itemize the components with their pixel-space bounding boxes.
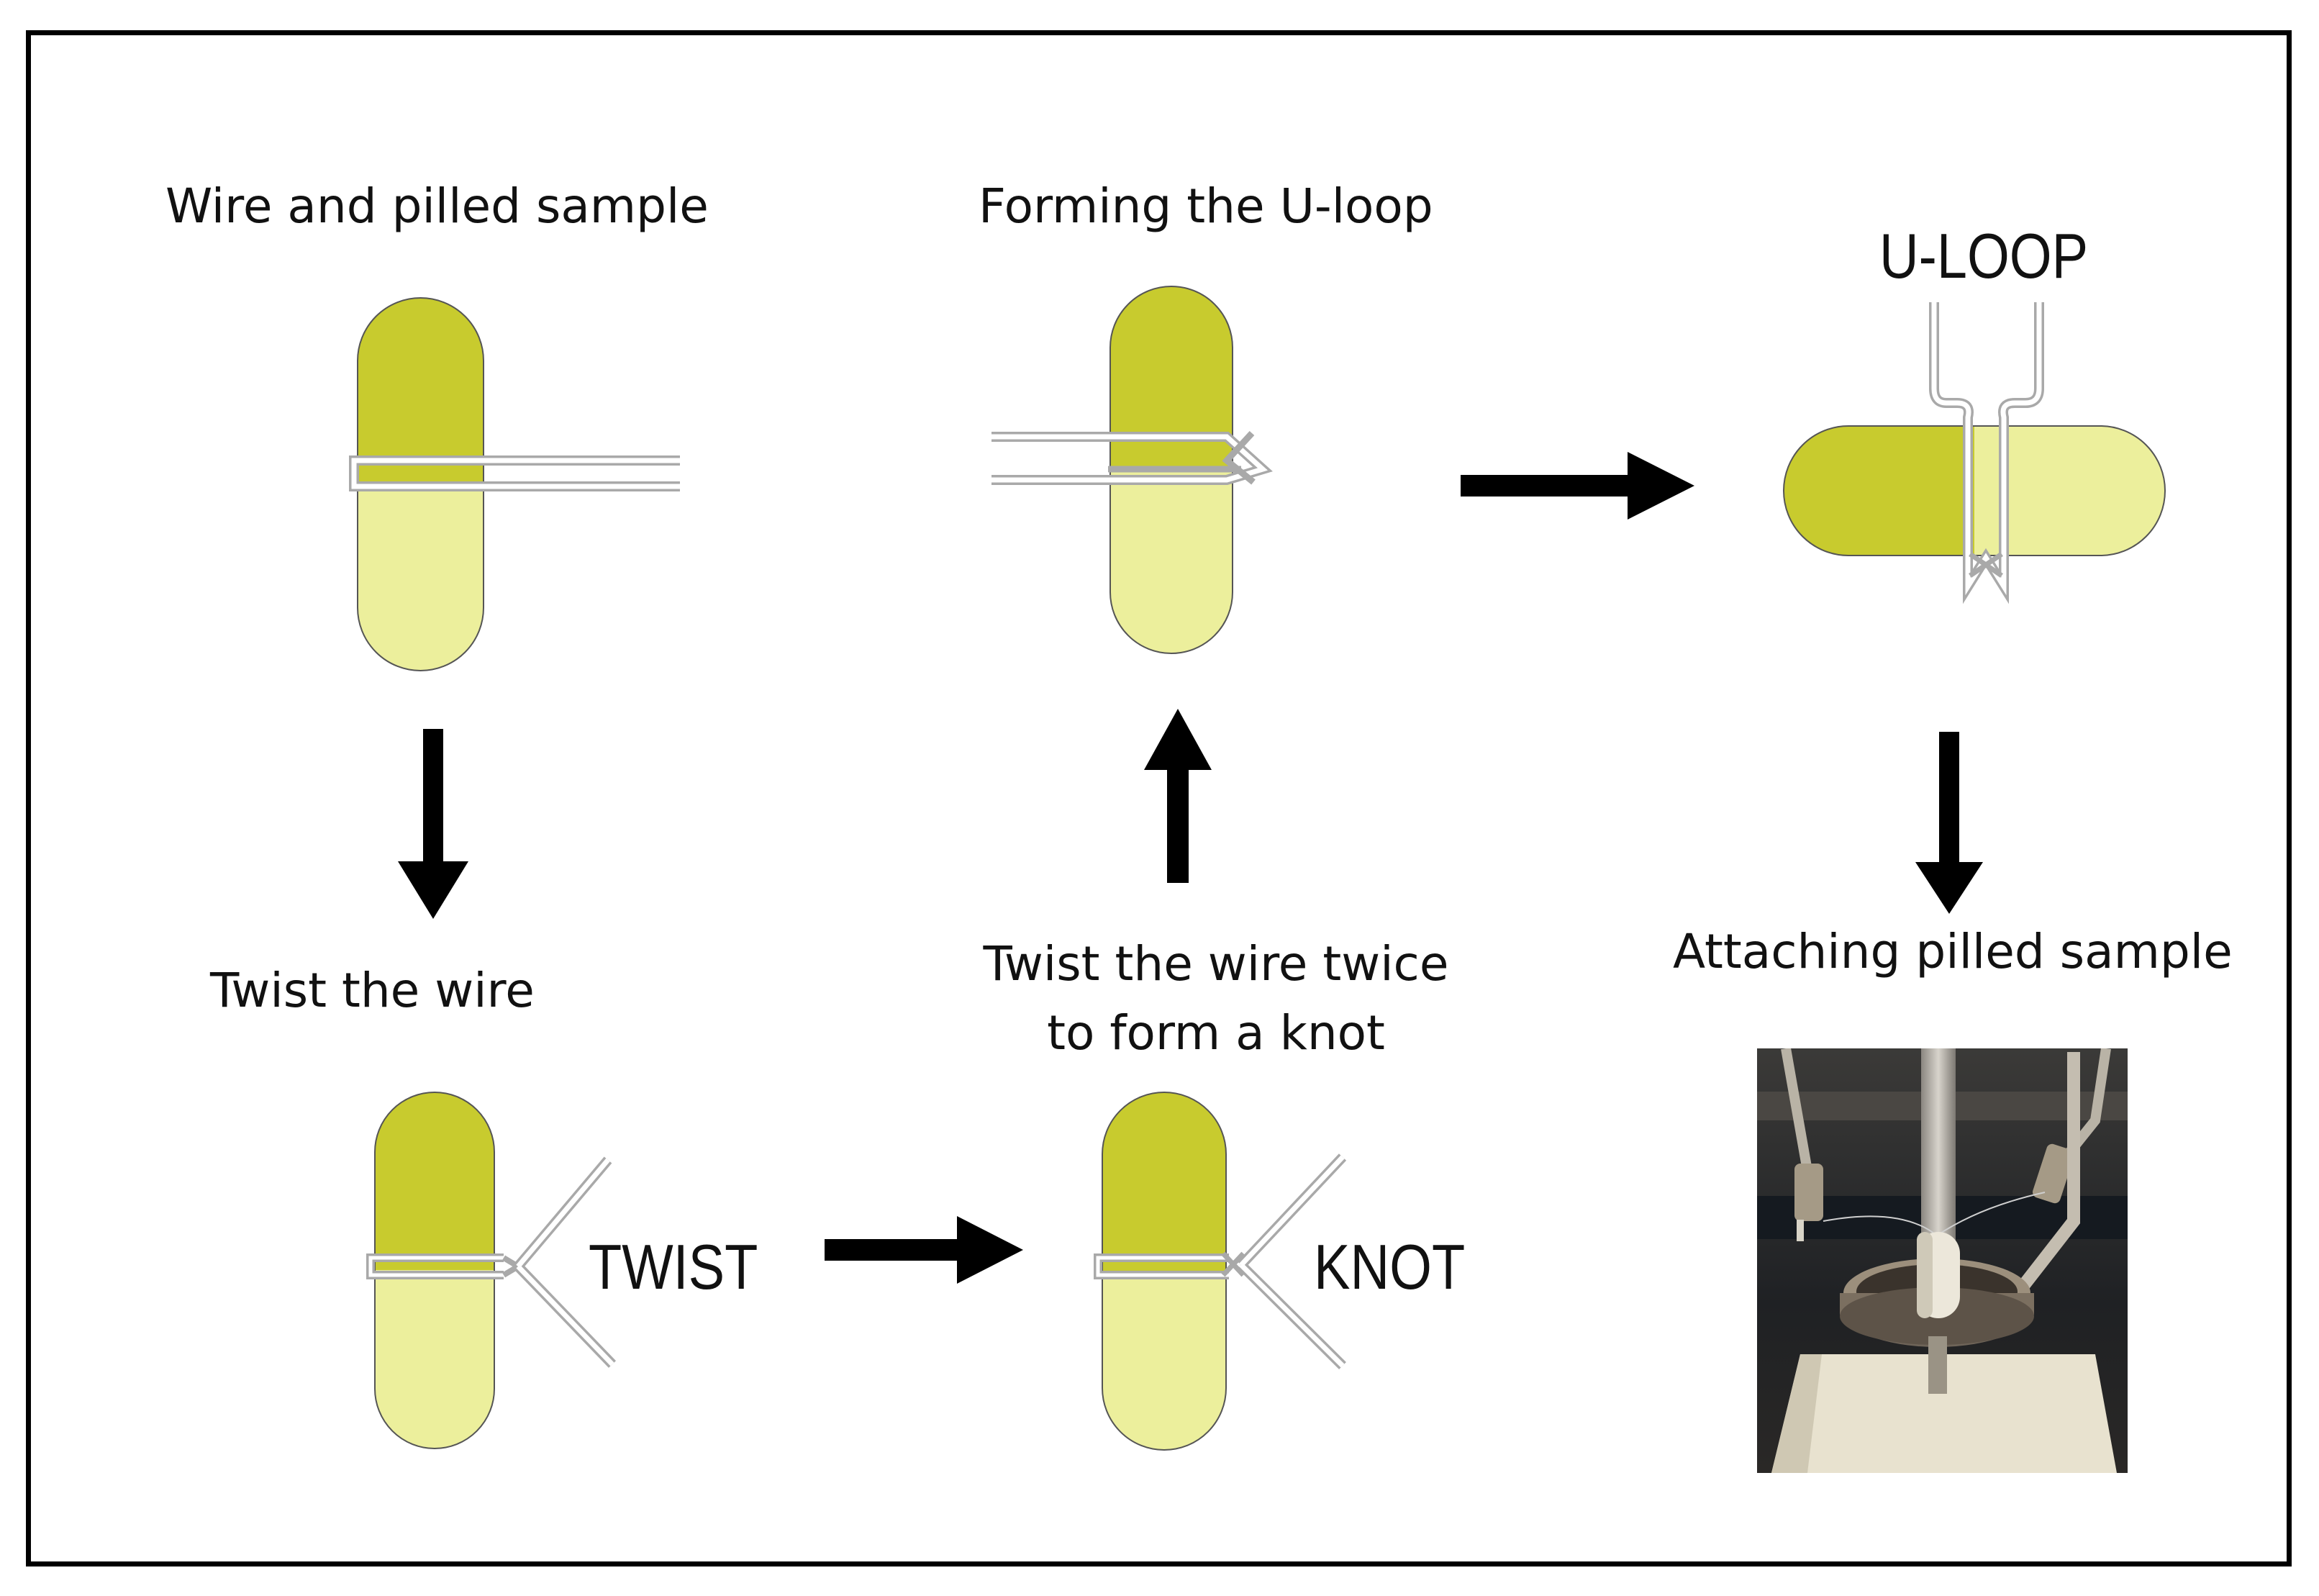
step-label-forming-uloop: Forming the U-loop <box>979 178 1433 234</box>
pill-sample-1 <box>357 297 484 671</box>
diagram-frame <box>26 30 2292 1566</box>
arrow-down-1 <box>398 729 468 919</box>
arrow-right-2 <box>1461 452 1694 520</box>
step-label-twist-twice: Twist the wire twice to form a knot <box>856 930 1576 1068</box>
step-label-twist-wire: Twist the wire <box>210 963 535 1018</box>
wire-twist <box>366 1156 617 1368</box>
step-label-twist-twice-line1: Twist the wire twice <box>983 936 1449 992</box>
pill-sample-knot <box>1102 1092 1227 1451</box>
pill-sample-uloop <box>1783 425 2166 556</box>
knot-tag: KNOT <box>1314 1231 1466 1302</box>
wire-uloop <box>1929 302 2044 604</box>
step-label-wire-and-sample: Wire and pilled sample <box>165 178 709 234</box>
wire-knot <box>1094 1153 1347 1369</box>
pill-sample-twist <box>374 1092 495 1449</box>
wire-straight <box>349 455 680 491</box>
step-label-attaching: Attaching pilled sample <box>1673 924 2233 979</box>
wire-uloop-forming <box>991 430 1273 485</box>
uloop-tag: U-LOOP <box>1879 220 2089 291</box>
arrow-down-2 <box>1915 732 1983 914</box>
arrow-up-1 <box>1144 709 1212 883</box>
attached-sample-photo <box>1757 1048 2128 1473</box>
twist-tag: TWIST <box>589 1231 758 1302</box>
arrow-right-1 <box>825 1216 1023 1284</box>
step-label-twist-twice-line2: to form a knot <box>1047 1005 1385 1061</box>
